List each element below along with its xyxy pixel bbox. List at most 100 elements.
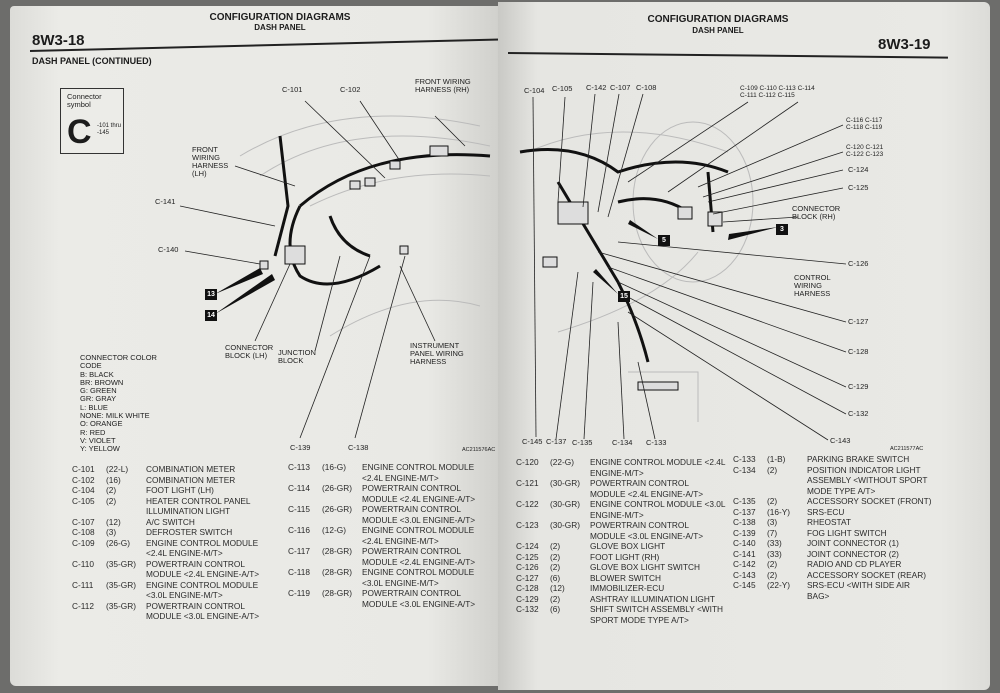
connector-id: C-117 (288, 546, 310, 556)
label-c140: C-140 (158, 245, 179, 254)
connector-spec: (2) (550, 541, 561, 551)
connector-spec: (35-GR) (106, 579, 136, 590)
connector-row: C-108 (3) DEFROSTER SWITCH (72, 527, 277, 538)
label-c107: C-107 (610, 83, 631, 92)
section-title: DASH PANEL (CONTINUED) (32, 56, 152, 66)
connector-description: ENGINE CONTROL MODULE <3.0L ENGINE-M/T> (362, 567, 475, 588)
connector-spec: (12-G) (322, 525, 346, 535)
header-title: CONFIGURATION DIAGRAMS (209, 12, 351, 23)
connector-row: C-134(2)POSITION INDICATOR LIGHT ASSEMBL… (733, 465, 933, 497)
color-code-item: BR: BROWN (80, 377, 124, 387)
color-code-item: G: GREEN (80, 386, 117, 396)
label-c124: C-124 (848, 165, 869, 174)
connector-description: POWERTRAIN CONTROL MODULE <2.4L ENGINE-A… (362, 546, 476, 567)
color-code-title: CONNECTOR COLOR CODE (80, 353, 157, 371)
connector-description: FOOT LIGHT (LH) (146, 485, 214, 495)
connector-spec: (28-GR) (322, 588, 352, 598)
connector-spec: (2) (767, 559, 778, 569)
connector-description: DEFROSTER SWITCH (146, 527, 233, 537)
label-c139: C-139 (290, 443, 311, 452)
color-code-item: NONE: MILK WHITE (80, 411, 150, 421)
connector-description: POSITION INDICATOR LIGHT ASSEMBLY <WITHO… (807, 464, 928, 496)
figure-ref: AC211577AC (890, 446, 924, 452)
label-c102: C-102 (340, 85, 361, 94)
connector-description: ENGINE CONTROL MODULE <2.4L ENGINE-M/T> (362, 462, 475, 483)
connector-description: ACCESSORY SOCKET (REAR) (807, 569, 926, 580)
connector-spec: (35-GR) (106, 600, 136, 611)
connector-description: POWERTRAIN CONTROL MODULE <3.0L ENGINE-A… (362, 588, 476, 609)
connector-id: C-108 (72, 527, 95, 537)
label-c141: C-141 (155, 197, 176, 206)
connector-row: C-105(2)HEATER CONTROL PANEL ILLUMINATIO… (72, 496, 277, 517)
connector-id: C-140 (733, 538, 756, 548)
label-junction-block: JUNCTION BLOCK (278, 348, 316, 365)
connector-spec: (6) (550, 572, 561, 583)
connector-id: C-115 (288, 504, 310, 514)
connector-id: C-145 (733, 580, 756, 590)
connector-description: COMBINATION METER (146, 474, 236, 485)
connector-description: ENGINE CONTROL MODULE <3.0L ENGINE-M/T> (590, 499, 726, 520)
connector-description: ASHTRAY ILLUMINATION LIGHT (590, 593, 715, 604)
connector-id: C-129 (516, 593, 539, 604)
connector-description: ENGINE CONTROL MODULE <2.4L ENGINE-M/T> (146, 537, 259, 559)
label-c137: C-137 (546, 437, 567, 446)
label-c125: C-125 (848, 183, 869, 192)
connector-spec: (30-GR) (550, 520, 580, 530)
connector-spec: (2) (106, 495, 117, 506)
connector-description: POWERTRAIN CONTROL MODULE <3.0L ENGINE-A… (146, 600, 260, 622)
color-code-item: O: ORANGE (80, 419, 123, 429)
connector-spec: (2) (550, 551, 561, 562)
connector-id: C-116 (288, 525, 310, 535)
connector-description: GLOVE BOX LIGHT SWITCH (590, 562, 701, 572)
connector-row: C-138(3)RHEOSTAT (733, 517, 933, 528)
label-c134: C-134 (612, 438, 633, 447)
connector-id: C-141 (733, 548, 756, 559)
connector-spec: (1-B) (767, 454, 786, 464)
callout-5: 5 (658, 235, 670, 246)
connector-range: -101 thru -145 (97, 123, 122, 136)
connector-row: C-109(26-G)ENGINE CONTROL MODULE <2.4L E… (72, 538, 277, 559)
connector-row: C-119 (28-GR) POWERTRAIN CONTROL MODULE <3… (288, 588, 488, 609)
label-connector-block-rh: CONNECTOR BLOCK (RH) (792, 204, 841, 221)
connector-row: C-141(33)JOINT CONNECTOR (2) (733, 549, 933, 560)
connector-spec: (35-GR) (106, 558, 136, 569)
connector-description: COMBINATION METER (146, 464, 236, 474)
connector-row: C-118(28-GR)ENGINE CONTROL MODULE <3.0L … (288, 567, 488, 588)
left-page: CONFIGURATION DIAGRAMS DASH PANEL 8W3-18… (10, 6, 502, 686)
connector-spec: (16-Y) (767, 506, 791, 517)
connector-row: C-145(22-Y)SRS-ECU <WITH SIDE AIR BAG> (733, 580, 933, 601)
connector-description: HEATER CONTROL PANEL ILLUMINATION LIGHT (146, 495, 251, 517)
connector-row: C-127(6)BLOWER SWITCH (516, 573, 726, 584)
connector-description: FOOT LIGHT (RH) (590, 551, 660, 562)
color-code-item: B: BLACK (80, 369, 114, 379)
connector-row: C-112(35-GR)POWERTRAIN CONTROL MODULE <3… (72, 601, 277, 622)
connector-table-col1: C-120(22-G)ENGINE CONTROL MODULE <2.4L E… (516, 457, 726, 625)
label-c101: C-101 (282, 85, 303, 94)
label-c145: C-145 (522, 437, 543, 446)
connector-description: POWERTRAIN CONTROL MODULE <3.0L ENGINE-A… (362, 504, 476, 525)
connector-id: C-101 (72, 464, 95, 474)
connector-description: JOINT CONNECTOR (1) (807, 538, 899, 548)
label-control-wiring-harness: CONTROL WIRING HARNESS (794, 273, 831, 298)
connector-spec: (28-GR) (322, 567, 352, 577)
connector-id: C-119 (288, 588, 310, 598)
connector-id: C-133 (733, 454, 756, 464)
color-code-item: L: BLUE (80, 402, 108, 412)
connector-id: C-132 (516, 604, 539, 614)
connector-id: C-107 (72, 516, 95, 527)
label-front-wiring-harness-lh: FRONT WIRING HARNESS (LH) (192, 145, 229, 178)
label-c128: C-128 (848, 347, 869, 356)
color-code-item: R: RED (80, 427, 106, 437)
connector-description: RADIO AND CD PLAYER (807, 559, 902, 569)
connector-row: C-116(12-G)ENGINE CONTROL MODULE <2.4L E… (288, 525, 488, 546)
connector-spec: (3) (106, 527, 117, 537)
connector-row: C-113(16-G)ENGINE CONTROL MODULE <2.4L E… (288, 462, 488, 483)
label-c132: C-132 (848, 409, 869, 418)
connector-spec: (2) (106, 485, 117, 495)
connector-description: SRS-ECU <WITH SIDE AIR BAG> (807, 580, 911, 601)
connector-row: C-129(2)ASHTRAY ILLUMINATION LIGHT (516, 594, 726, 605)
connector-spec: (3) (767, 517, 778, 527)
connector-id: C-137 (733, 506, 756, 517)
